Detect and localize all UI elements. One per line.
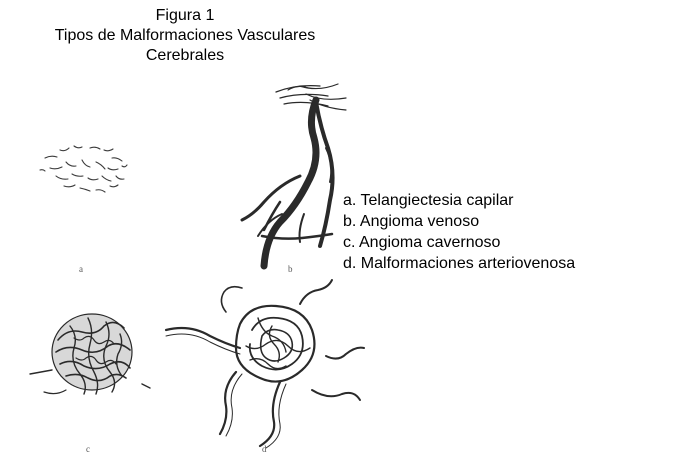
panel-d-drawing (166, 280, 364, 448)
panel-label-d: d (262, 444, 267, 454)
panel-label-c: c (86, 444, 90, 454)
legend-item-d: d. Malformaciones arteriovenosa (343, 253, 575, 274)
legend-item-a: a. Telangiectesia capilar (343, 190, 575, 211)
panel-label-b: b (288, 264, 293, 274)
panel-a-drawing (40, 146, 127, 192)
panel-b-drawing (242, 84, 346, 266)
legend-item-c: c. Angioma cavernoso (343, 232, 575, 253)
legend-item-b: b. Angioma venoso (343, 211, 575, 232)
panel-label-a: a (79, 264, 83, 274)
panel-c-drawing (30, 314, 150, 394)
legend: a. Telangiectesia capilar b. Angioma ven… (343, 190, 575, 274)
